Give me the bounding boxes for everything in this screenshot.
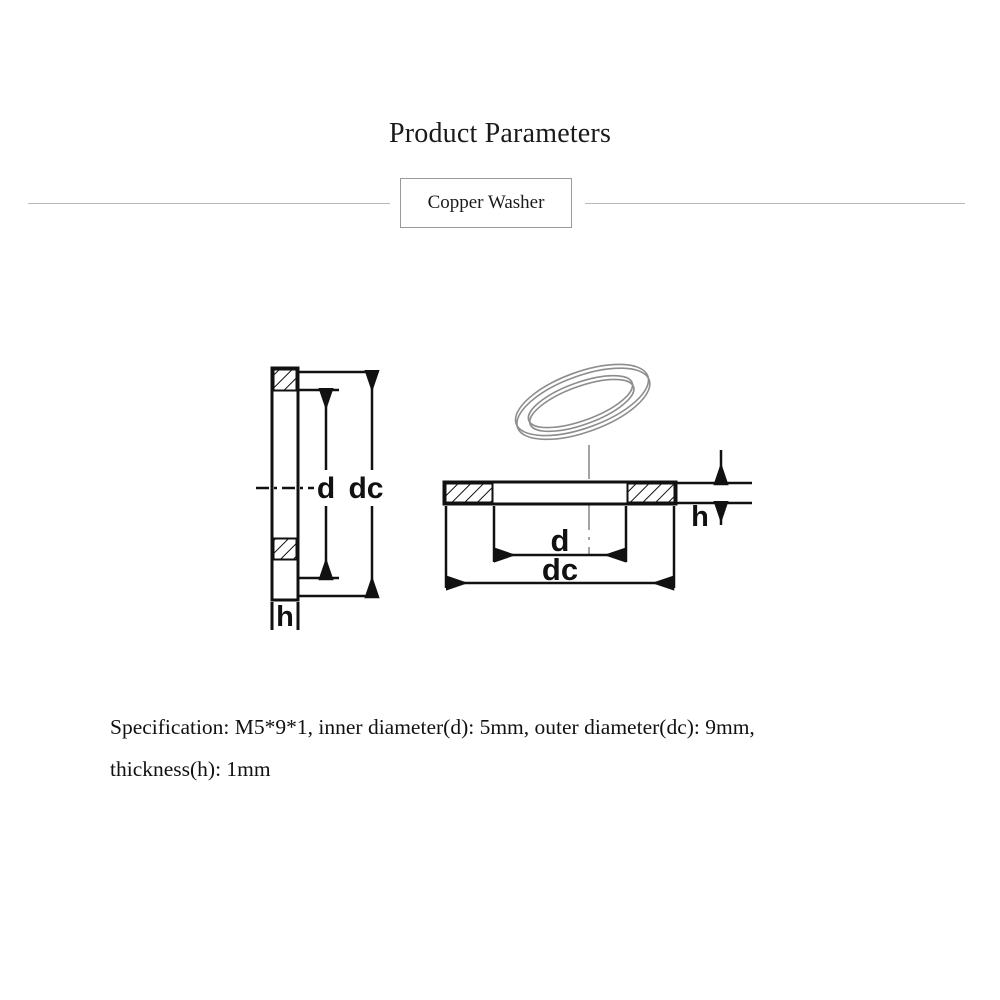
specification-line-2: thickness(h): 1mm — [110, 757, 271, 781]
ring-outer-bottom-edge — [516, 367, 651, 441]
product-name-label: Copper Washer — [427, 192, 545, 213]
header-rule-left — [28, 203, 390, 204]
left-view-label-dc: dc — [348, 472, 383, 505]
page-title: Product Parameters — [388, 118, 612, 149]
left-sectional-view: d dc h — [256, 366, 384, 633]
ring-outer-top-edge — [514, 363, 650, 437]
section-hatch-bottom — [272, 537, 298, 561]
bar-hatch-right — [626, 482, 676, 504]
washer-body-outline — [270, 366, 300, 602]
thickness-detail-view: h — [676, 450, 752, 533]
left-view-label-h: h — [276, 601, 294, 633]
technical-drawing: d dc h d — [256, 363, 752, 633]
ring-inner-bottom-edge — [528, 378, 635, 433]
center-view-label-dc: dc — [542, 552, 578, 587]
section-hatch-top — [272, 368, 298, 392]
header-rule-right — [585, 203, 965, 204]
specification-line-1: Specification: M5*9*1, inner diameter(d)… — [110, 715, 755, 739]
isometric-washer-ring — [514, 363, 651, 441]
right-view-label-h: h — [691, 501, 709, 533]
washer-bar-outline — [442, 480, 678, 506]
specification-text: Specification: M5*9*1, inner diameter(d)… — [110, 706, 930, 790]
bar-hatch-left — [444, 482, 494, 504]
center-view-label-d: d — [551, 523, 570, 558]
left-view-label-d: d — [317, 472, 335, 505]
product-name-box: Copper Washer — [400, 178, 572, 228]
ring-inner-top-edge — [527, 374, 634, 429]
center-sectional-view: d dc — [442, 480, 678, 591]
